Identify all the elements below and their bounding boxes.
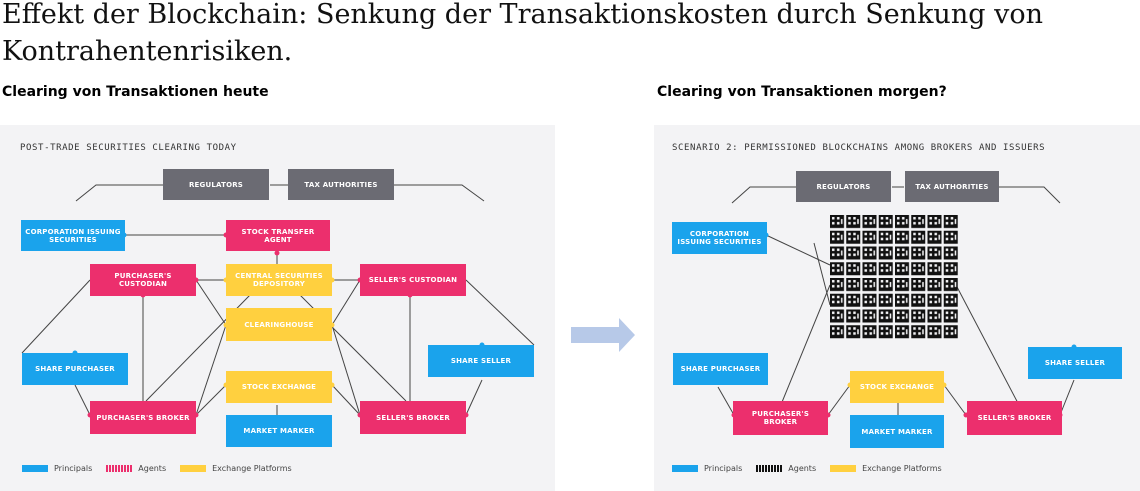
right-legend: Principals Agents Exchange Platforms <box>672 464 956 473</box>
principals-swatch <box>22 465 48 472</box>
arrow-right-icon <box>571 318 635 352</box>
blockchain-grid-icon <box>830 215 960 341</box>
right-diagram: SCENARIO 2: PERMISSIONED BLOCKCHAINS AMO… <box>654 125 1140 491</box>
left-panel-title: POST-TRADE SECURITIES CLEARING TODAY <box>20 143 237 153</box>
share-purchaser-box: SHARE PURCHASER <box>22 353 128 385</box>
left-diagram: POST-TRADE SECURITIES CLEARING TODAY REG… <box>0 125 555 491</box>
share-seller-box: SHARE SELLER <box>1028 347 1122 379</box>
stock-transfer-agent-box: STOCK TRANSFER AGENT <box>226 220 330 251</box>
purchasers-broker-box: PURCHASER'S BROKER <box>90 401 196 434</box>
regulators-box: REGULATORS <box>163 169 269 200</box>
share-seller-box: SHARE SELLER <box>428 345 534 377</box>
slide-title: Effekt der Blockchain: Senkung der Trans… <box>2 0 1043 67</box>
purchasers-custodian-box: PURCHASER'S CUSTODIAN <box>90 264 196 296</box>
stock-exchange-box: STOCK EXCHANGE <box>850 371 944 403</box>
left-subtitle: Clearing von Transaktionen heute <box>2 84 269 100</box>
tax-authorities-box: TAX AUTHORITIES <box>905 171 999 202</box>
legend-exchange-platforms: Exchange Platforms <box>212 464 292 473</box>
legend-principals: Principals <box>704 464 743 473</box>
right-subtitle: Clearing von Transaktionen morgen? <box>657 84 947 100</box>
market-maker-box: MARKET MARKER <box>226 415 332 447</box>
central-securities-depository-box: CENTRAL SECURITIES DEPOSITORY <box>226 264 332 296</box>
legend-agents: Agents <box>788 464 817 473</box>
legend-principals: Principals <box>54 464 93 473</box>
agents-swatch <box>756 465 783 472</box>
corporation-issuing-securities-box: CORPORATION ISSUING SECURITIES <box>672 222 767 254</box>
corporation-issuing-securities-box: CORPORATION ISSUING SECURITIES <box>21 220 125 251</box>
regulators-box: REGULATORS <box>796 171 891 202</box>
agents-swatch <box>106 465 133 472</box>
exchange-platforms-swatch <box>180 465 207 472</box>
legend-exchange-platforms: Exchange Platforms <box>862 464 942 473</box>
market-maker-box: MARKET MARKER <box>850 415 944 448</box>
legend-agents: Agents <box>138 464 167 473</box>
sellers-custodian-box: SELLER'S CUSTODIAN <box>360 264 466 296</box>
sellers-broker-box: SELLER'S BROKER <box>967 401 1062 435</box>
left-legend: Principals Agents Exchange Platforms <box>22 464 306 473</box>
tax-authorities-box: TAX AUTHORITIES <box>288 169 394 200</box>
stock-exchange-box: STOCK EXCHANGE <box>226 371 332 403</box>
principals-swatch <box>672 465 698 472</box>
exchange-platforms-swatch <box>830 465 857 472</box>
right-panel-title: SCENARIO 2: PERMISSIONED BLOCKCHAINS AMO… <box>672 143 1046 153</box>
share-purchaser-box: SHARE PURCHASER <box>673 353 768 385</box>
purchasers-broker-box: PURCHASER'S BROKER <box>733 401 828 435</box>
clearinghouse-box: CLEARINGHOUSE <box>226 308 332 341</box>
sellers-broker-box: SELLER'S BROKER <box>360 401 466 434</box>
